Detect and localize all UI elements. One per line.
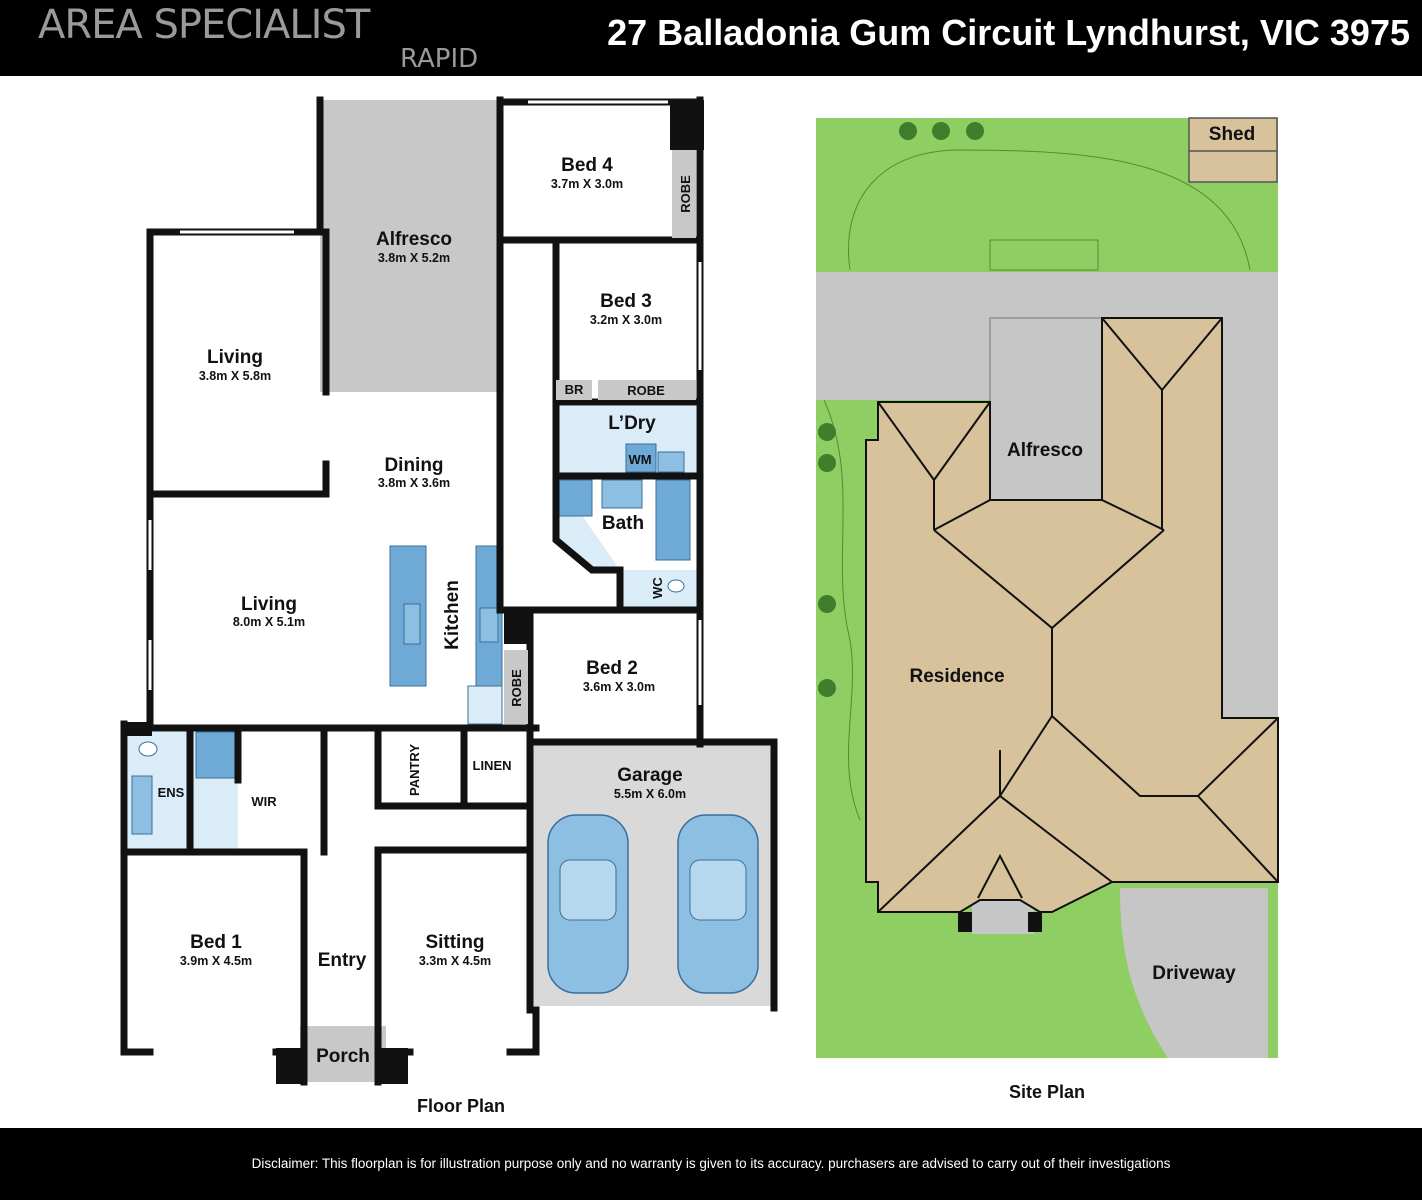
cooktop-icon [479,607,499,643]
car-window-icon [559,859,617,921]
disclaimer-text: Disclaimer: This floorplan is for illust… [251,1156,1171,1171]
fixtures [131,443,691,835]
alfresco-label: Alfresco [376,229,452,250]
floor-plan: Alfresco 3.8m X 5.2m Bed 4 3.7m X 3.0m R… [120,96,778,1116]
dining-dims: 3.8m X 3.6m [378,476,450,490]
living-top-dims: 3.8m X 5.8m [199,369,271,383]
pillar-block [958,912,972,932]
bed2-dims: 3.6m X 3.0m [583,680,655,694]
header-bar: AREA SPECIALIST RAPID 27 Balladonia Gum … [0,0,1422,76]
car-icons [547,814,759,994]
garden-bed-outline [848,149,1251,271]
laundry-tub-icon [657,451,685,473]
alfresco-dims: 3.8m X 5.2m [378,251,450,265]
garage-label: Garage [617,765,682,786]
ens-label: ENS [158,785,185,800]
shed-label: Shed [1209,124,1255,145]
sitting-label: Sitting [425,932,484,953]
wc-label: WC [650,577,665,599]
floor-plan-caption: Floor Plan [417,1096,505,1116]
wc-toilet-icon [667,579,685,593]
kitchen-label: Kitchen [442,580,463,650]
pantry-label: PANTRY [407,744,422,796]
roof-ridges [877,317,1279,913]
bed2-robe-label: ROBE [509,669,524,707]
shed-block [1188,117,1278,183]
toilet-icon [138,741,158,757]
bed3-robe-label: ROBE [627,383,665,398]
bed4-robe [672,150,696,238]
car-window-icon [689,859,747,921]
brand-logo: AREA SPECIALIST [38,2,370,48]
residence-label: Residence [909,666,1004,687]
tree-icons [818,122,984,697]
sitting-dims: 3.3m X 4.5m [419,954,491,968]
living-main-dims: 8.0m X 5.1m [233,615,305,629]
bed3-label: Bed 3 [600,291,652,312]
site-alfresco-area [989,317,1103,501]
windows [148,100,702,1054]
wir-label: WIR [251,794,277,809]
bed4-dims: 3.7m X 3.0m [551,177,623,191]
entry-label: Entry [318,950,367,971]
br-label: BR [565,382,584,397]
brand-logo-sub: RAPID [400,44,479,74]
living-main-label: Living [241,594,297,615]
property-address: 27 Balladonia Gum Circuit Lyndhurst, VIC… [607,12,1410,53]
wall-blocks [122,100,704,1084]
site-plan: Shed Alfresco Residence Driveway Site Pl… [816,117,1279,1102]
pillar-block [1028,912,1042,932]
bed1-dims: 3.9m X 4.5m [180,954,252,968]
site-alfresco-label: Alfresco [1007,440,1083,461]
linen-label: LINEN [473,758,512,773]
bed1-label: Bed 1 [190,932,242,953]
vanity-icon [131,775,153,835]
bed2-label: Bed 2 [586,658,638,679]
porch-label: Porch [316,1046,370,1067]
garden-bed-outline [823,399,861,821]
bath-label: Bath [602,513,644,534]
residence-roof [865,317,1279,913]
bathtub-icon [655,479,691,561]
bed3-robe [598,380,696,400]
bed3-br [556,380,592,400]
paving-area [816,272,1278,718]
bed3-dims: 3.2m X 3.0m [590,313,662,327]
kitchen-pantry-icon [467,685,503,725]
driveway-label: Driveway [1152,963,1236,984]
footer-bar: Disclaimer: This floorplan is for illust… [0,1128,1422,1200]
site-plan-caption: Site Plan [1009,1082,1085,1102]
sink-icon [403,603,421,645]
path-area [972,898,1034,934]
garage-dims: 5.5m X 6.0m [614,787,686,801]
bath-shower-icon [557,479,593,517]
alfresco-area [320,100,498,392]
bed2-robe [504,650,528,724]
wm-label: WM [628,452,651,467]
porch-area [300,1026,386,1082]
laundry-label: L’Dry [608,413,656,434]
driveway-area [1120,888,1268,1058]
steps-icon [989,239,1099,271]
living-top-label: Living [207,347,263,368]
basin-icon [601,479,643,509]
bed4-label: Bed 4 [561,155,613,176]
shower-icon [195,731,237,779]
washing-machine-icon [625,443,657,473]
bed4-robe-label: ROBE [678,175,693,213]
dining-label: Dining [384,455,443,476]
